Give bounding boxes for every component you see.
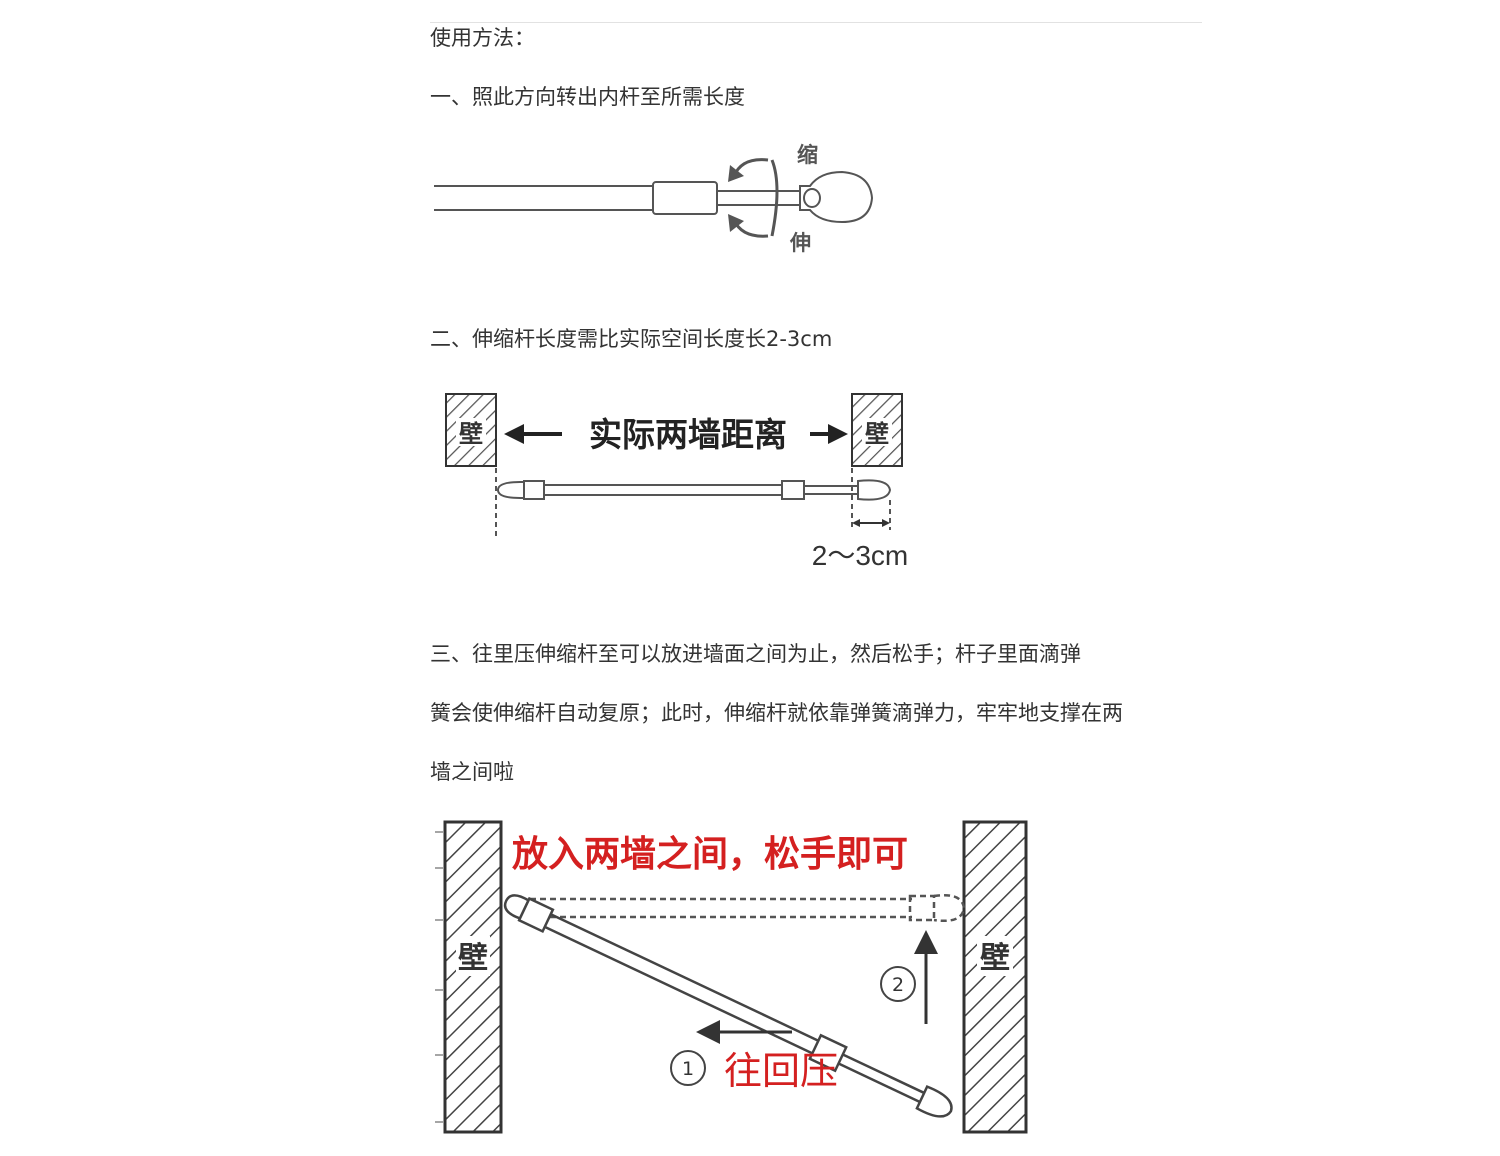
step-1-text: 一、照此方向转出内杆至所需长度: [430, 85, 745, 109]
step-3-text-line-1: 三、往里压伸缩杆至可以放进墙面之间为止，然后松手；杆子里面滴弹: [430, 642, 1081, 666]
instructions-heading: 使用方法：: [430, 26, 535, 50]
left-wall-label: 壁: [458, 941, 488, 976]
press-back-label: 往回压: [724, 1049, 838, 1093]
right-wall-label: 壁: [865, 420, 889, 448]
step-3-text-line-3: 墙之间啦: [430, 760, 514, 784]
step-1-number: 1: [682, 1058, 694, 1080]
step-3-text-line-2: 簧会使伸缩杆自动复原；此时，伸缩杆就依靠弹簧滴弹力，牢牢地支撑在两: [430, 701, 1123, 725]
step-2-number: 2: [892, 974, 904, 996]
top-divider: [430, 22, 1202, 23]
right-wall: [962, 820, 1028, 1134]
left-wall: [443, 820, 503, 1134]
extra-length-label: 2～3cm: [812, 540, 908, 571]
install-title: 放入两墙之间，松手即可: [512, 834, 908, 875]
extend-label: 伸: [789, 231, 811, 255]
distance-label: 实际两墙距离: [589, 415, 787, 454]
retract-label: 缩: [797, 143, 818, 167]
right-wall-label: 壁: [980, 941, 1010, 976]
left-wall-label: 壁: [459, 420, 483, 448]
step-2-text: 二、伸缩杆长度需比实际空间长度长2-3cm: [430, 327, 833, 351]
